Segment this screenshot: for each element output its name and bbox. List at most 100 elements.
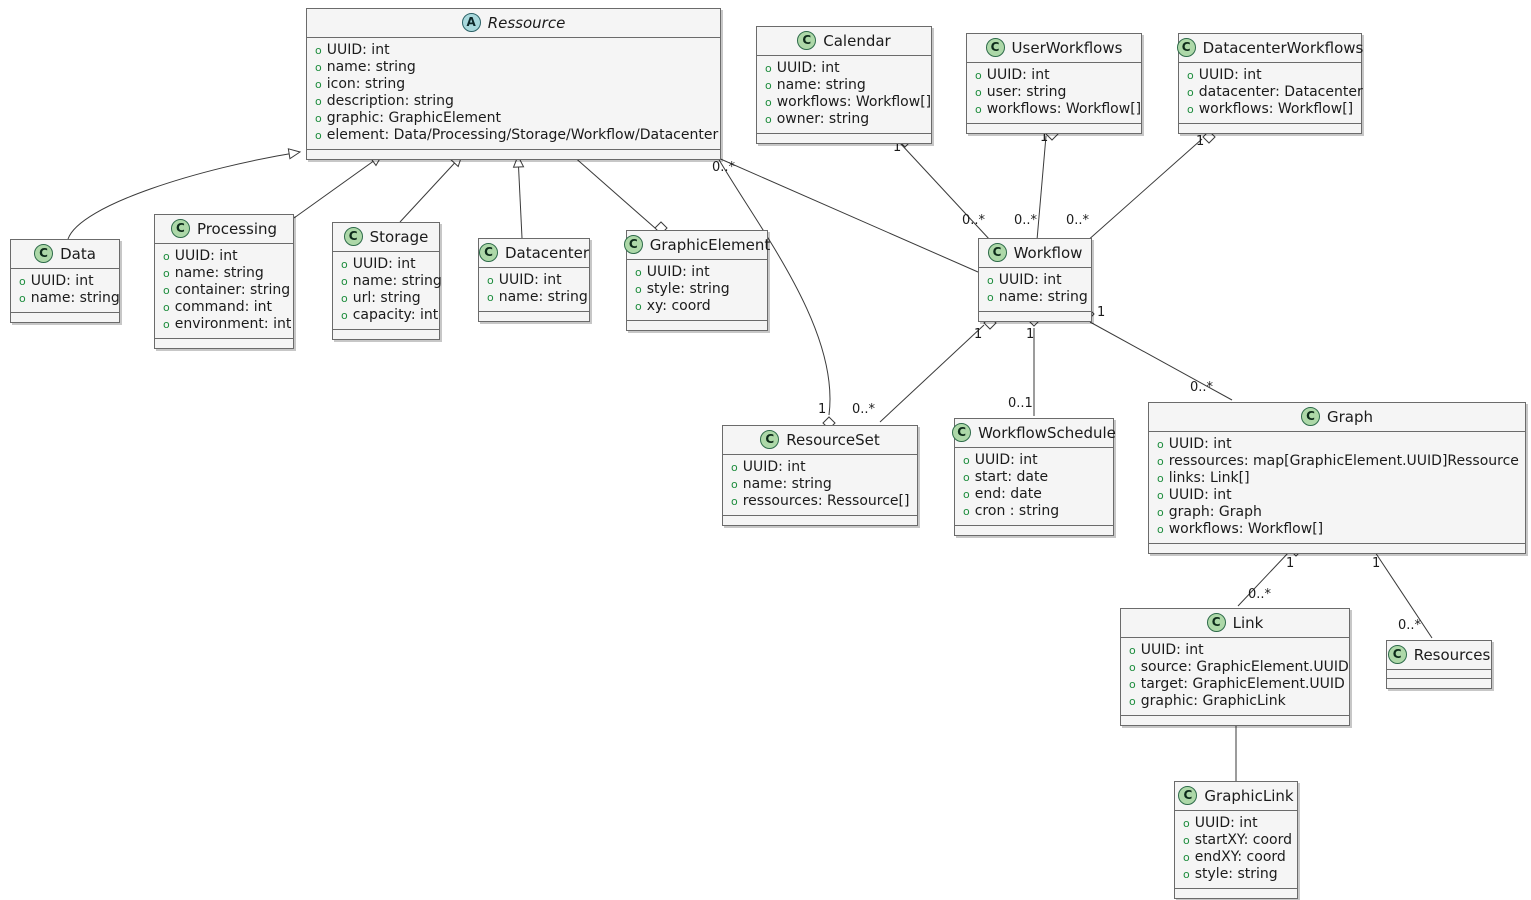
attribute-text: user: string xyxy=(986,84,1067,100)
class-operations-datacenterworkflows xyxy=(1179,124,1361,133)
class-operations-link xyxy=(1121,716,1349,725)
class-name-link: Link xyxy=(1232,613,1264,632)
visibility-public-icon: o xyxy=(19,292,26,305)
attribute-text: style: string xyxy=(646,281,730,297)
visibility-public-icon: o xyxy=(163,250,170,263)
class-operations-ressource xyxy=(307,150,720,159)
class-name-workflow: Workflow xyxy=(1013,243,1083,262)
edge-ressource-graphicelement xyxy=(571,154,656,229)
visibility-public-icon: o xyxy=(765,96,772,109)
visibility-public-icon: o xyxy=(731,461,738,474)
attribute-row: o UUID: int xyxy=(731,459,909,476)
class-attributes-resources xyxy=(1387,670,1491,679)
attribute-text: UUID: int xyxy=(974,452,1038,468)
class-operations-data xyxy=(11,313,119,322)
visibility-public-icon: o xyxy=(1129,661,1136,674)
visibility-public-icon: o xyxy=(1157,472,1164,485)
visibility-public-icon: o xyxy=(487,274,494,287)
class-operations-workflowschedule xyxy=(955,526,1113,535)
class-name-datacenter: Datacenter xyxy=(504,243,590,262)
class-operations-graphicelement xyxy=(627,321,767,330)
class-name-resourceset: ResourceSet xyxy=(786,430,880,449)
multiplicity-label: 0..* xyxy=(1014,213,1038,228)
multiplicity-label: 0..* xyxy=(852,402,876,417)
visibility-public-icon: o xyxy=(341,275,348,288)
class-icon: C xyxy=(987,243,1007,262)
class-icon: C xyxy=(343,227,363,246)
visibility-public-icon: o xyxy=(975,86,982,99)
visibility-public-icon: o xyxy=(1129,678,1136,691)
attribute-text: workflows: Workflow[] xyxy=(1168,521,1324,537)
visibility-public-icon: o xyxy=(1187,86,1194,99)
attribute-text: UUID: int xyxy=(1140,642,1204,658)
attribute-text: UUID: int xyxy=(742,459,806,475)
attribute-text: ressources: Ressource[] xyxy=(742,493,910,509)
visibility-public-icon: o xyxy=(1183,851,1190,864)
class-operations-resources xyxy=(1387,679,1491,688)
visibility-public-icon: o xyxy=(635,266,642,279)
abstract-class-icon: A xyxy=(461,13,481,32)
visibility-public-icon: o xyxy=(975,69,982,82)
attribute-text: icon: string xyxy=(326,76,406,92)
visibility-public-icon: o xyxy=(1187,103,1194,116)
class-icon: C xyxy=(34,244,54,263)
multiplicity-label: 1 xyxy=(1196,134,1205,149)
attribute-text: owner: string xyxy=(776,111,870,127)
class-operations-processing xyxy=(155,339,293,348)
visibility-public-icon: o xyxy=(487,291,494,304)
attribute-text: container: string xyxy=(174,282,291,298)
attribute-text: startXY: coord xyxy=(1194,832,1293,848)
class-operations-resourceset xyxy=(723,516,917,525)
multiplicity-label: 0..* xyxy=(1248,587,1272,602)
visibility-public-icon: o xyxy=(987,274,994,287)
visibility-public-icon: o xyxy=(1157,489,1164,502)
visibility-public-icon: o xyxy=(341,258,348,271)
attribute-text: name: string xyxy=(174,265,264,281)
class-name-graphicelement: GraphicElement xyxy=(649,235,771,254)
visibility-public-icon: o xyxy=(1187,69,1194,82)
visibility-public-icon: o xyxy=(315,112,322,125)
attribute-text: name: string xyxy=(998,289,1088,305)
class-name-userworkflows: UserWorkflows xyxy=(1011,38,1123,57)
edge-datacenterworkflows-workflow xyxy=(1085,138,1203,243)
attribute-text: UUID: int xyxy=(1198,67,1262,83)
